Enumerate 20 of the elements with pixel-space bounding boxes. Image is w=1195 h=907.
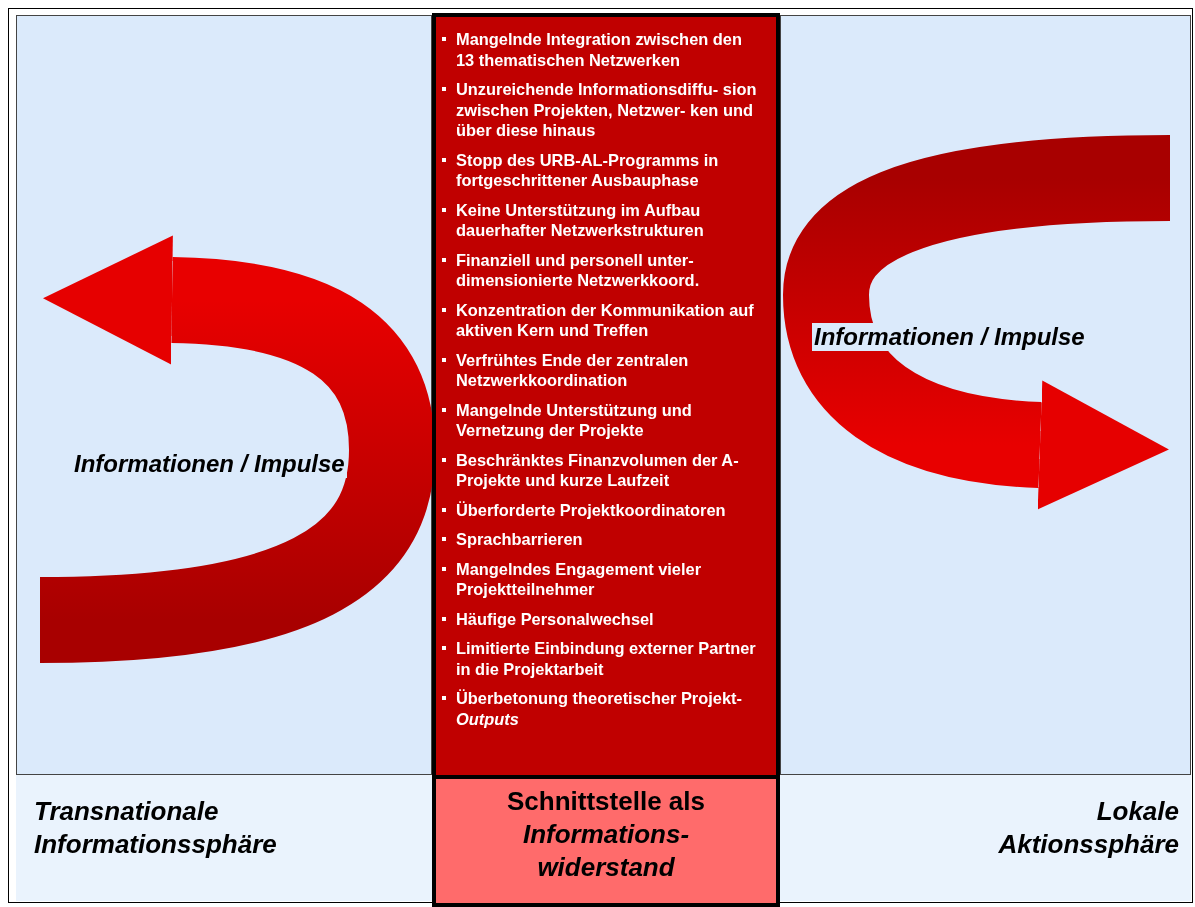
list-item: Limitierte Einbindung externer Partner in die Projektarbeit — [456, 639, 756, 678]
list-item: Stopp des URB-AL-Programms in fortgeschrittener Ausbauphase — [456, 150, 719, 189]
sphere-title: Transnationale Informationssphäre — [34, 795, 278, 861]
list-item: Sprachbarrieren — [456, 530, 583, 548]
list-item: Beschränktes Finanzvolumen der A-Projekte und kurze Laufzeit — [456, 450, 739, 489]
curved-arrow — [783, 135, 1171, 510]
list-item: Überbetonung theoretischer Projekt-Outputs — [456, 689, 742, 728]
list-item: Finanziell und personell unter- dimensionierte Netzwerkkoord. — [456, 250, 700, 289]
edge-label: Informationen / Impulse — [812, 323, 1087, 351]
list-item: Häufige Personalwechsel — [456, 609, 654, 628]
list-item: Überforderte Projektkoordinatoren — [456, 500, 726, 519]
sphere-title: Lokale Aktionssphäre — [997, 795, 1179, 861]
list-item: Keine Unterstützung im Aufbau dauerhafter Netzwerkstrukturen — [456, 200, 704, 239]
list-item: Mangelnde Integration zwischen den 13 thematischen Netzwerken — [456, 30, 742, 69]
list-item: Konzentration der Kommunikation auf aktiven Kern und Treffen — [456, 300, 754, 339]
list-item: Mangelndes Engagement vieler Projektteilnehmer — [456, 559, 702, 598]
interface-title: Schnittstelle als Informations- widerstand — [506, 785, 706, 884]
list-item: Verfrühtes Ende der zentralen Netzwerkkoordination — [456, 350, 689, 389]
list-item: Mangelnde Unterstützung und Vernetzung der Projekte — [456, 400, 692, 439]
list-item: Unzureichende Informationsdiffu- sion zwischen Projekten, Netzwer- ken und über diese hinaus — [456, 80, 757, 139]
